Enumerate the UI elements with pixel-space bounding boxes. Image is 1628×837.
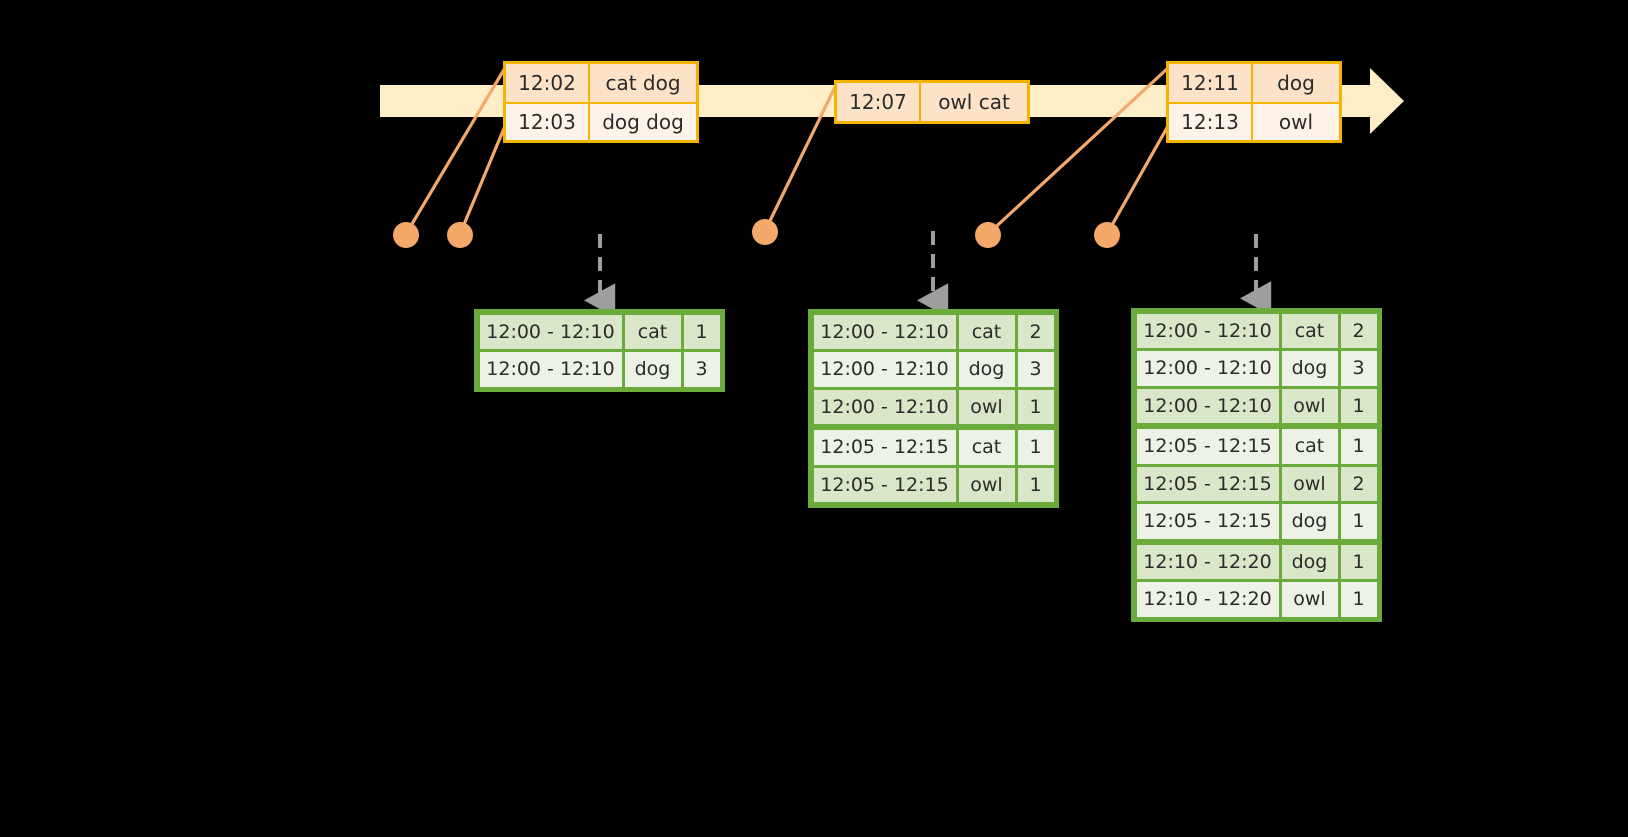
cell-key: cat [958, 430, 1015, 465]
event-payload: dog [1253, 64, 1339, 102]
cell-count: 1 [1340, 582, 1377, 617]
cell-key: dog [1281, 544, 1338, 579]
connector-dot-3 [752, 219, 778, 245]
cell-count: 1 [683, 314, 720, 349]
event-box-3: 12:11 dog 12:13 owl [1166, 61, 1342, 143]
cell-count: 2 [1017, 314, 1054, 349]
cell-key: dog [1281, 504, 1338, 539]
cell-count: 2 [1340, 466, 1377, 501]
connector-dots [393, 219, 1120, 248]
cell-key: owl [958, 467, 1015, 502]
event-payload: owl cat [921, 83, 1027, 121]
cell-count: 1 [1017, 389, 1054, 424]
cell-key: cat [958, 314, 1015, 349]
event-row: 12:11 dog [1169, 64, 1339, 102]
event-box-1: 12:02 cat dog 12:03 dog dog [503, 61, 699, 143]
event-time: 12:07 [837, 83, 921, 121]
cell-count: 2 [1340, 313, 1377, 348]
cell-count: 1 [1017, 430, 1054, 465]
cell-count: 1 [1340, 429, 1377, 464]
connector-dot-2 [447, 222, 473, 248]
event-time: 12:13 [1169, 104, 1253, 140]
event-time: 12:02 [506, 64, 590, 102]
cell-key: cat [624, 314, 681, 349]
cell-window: 12:10 - 12:20 [1136, 544, 1279, 579]
cell-key: dog [958, 352, 1015, 387]
cell-window: 12:00 - 12:10 [479, 352, 622, 387]
cell-window: 12:05 - 12:15 [813, 430, 956, 465]
cell-key: owl [1281, 466, 1338, 501]
cell-window: 12:05 - 12:15 [1136, 429, 1279, 464]
cell-count: 1 [1340, 544, 1377, 579]
cell-window: 12:00 - 12:10 [813, 352, 956, 387]
event-payload: owl [1253, 104, 1339, 140]
cell-count: 3 [1017, 352, 1054, 387]
dashed-arrows [584, 231, 1272, 318]
connector-dot-1 [393, 222, 419, 248]
cell-count: 3 [1340, 351, 1377, 386]
cell-key: cat [1281, 429, 1338, 464]
cell-key: owl [958, 389, 1015, 424]
cell-window: 12:05 - 12:15 [1136, 466, 1279, 501]
event-row: 12:13 owl [1169, 102, 1339, 140]
event-payload: cat dog [590, 64, 696, 102]
event-row: 12:03 dog dog [506, 102, 696, 140]
cell-window: 12:05 - 12:15 [813, 467, 956, 502]
event-time: 12:11 [1169, 64, 1253, 102]
cell-key: cat [1281, 313, 1338, 348]
cell-count: 1 [1340, 504, 1377, 539]
event-row: 12:07 owl cat [837, 83, 1027, 121]
cell-window: 12:10 - 12:20 [1136, 582, 1279, 617]
cell-window: 12:00 - 12:10 [1136, 351, 1279, 386]
connector-dot-4 [975, 222, 1001, 248]
event-payload: dog dog [590, 104, 696, 140]
cell-window: 12:00 - 12:10 [1136, 313, 1279, 348]
cell-key: dog [624, 352, 681, 387]
event-time: 12:03 [506, 104, 590, 140]
cell-window: 12:00 - 12:10 [813, 389, 956, 424]
cell-count: 1 [1017, 467, 1054, 502]
cell-window: 12:00 - 12:10 [813, 314, 956, 349]
cell-window: 12:05 - 12:15 [1136, 504, 1279, 539]
cell-window: 12:00 - 12:10 [1136, 388, 1279, 423]
cell-count: 3 [683, 352, 720, 387]
event-row: 12:02 cat dog [506, 64, 696, 102]
event-box-2: 12:07 owl cat [834, 80, 1030, 124]
cell-key: owl [1281, 582, 1338, 617]
connector-dot-5 [1094, 222, 1120, 248]
cell-count: 1 [1340, 388, 1377, 423]
cell-key: dog [1281, 351, 1338, 386]
cell-window: 12:00 - 12:10 [479, 314, 622, 349]
cell-key: owl [1281, 388, 1338, 423]
